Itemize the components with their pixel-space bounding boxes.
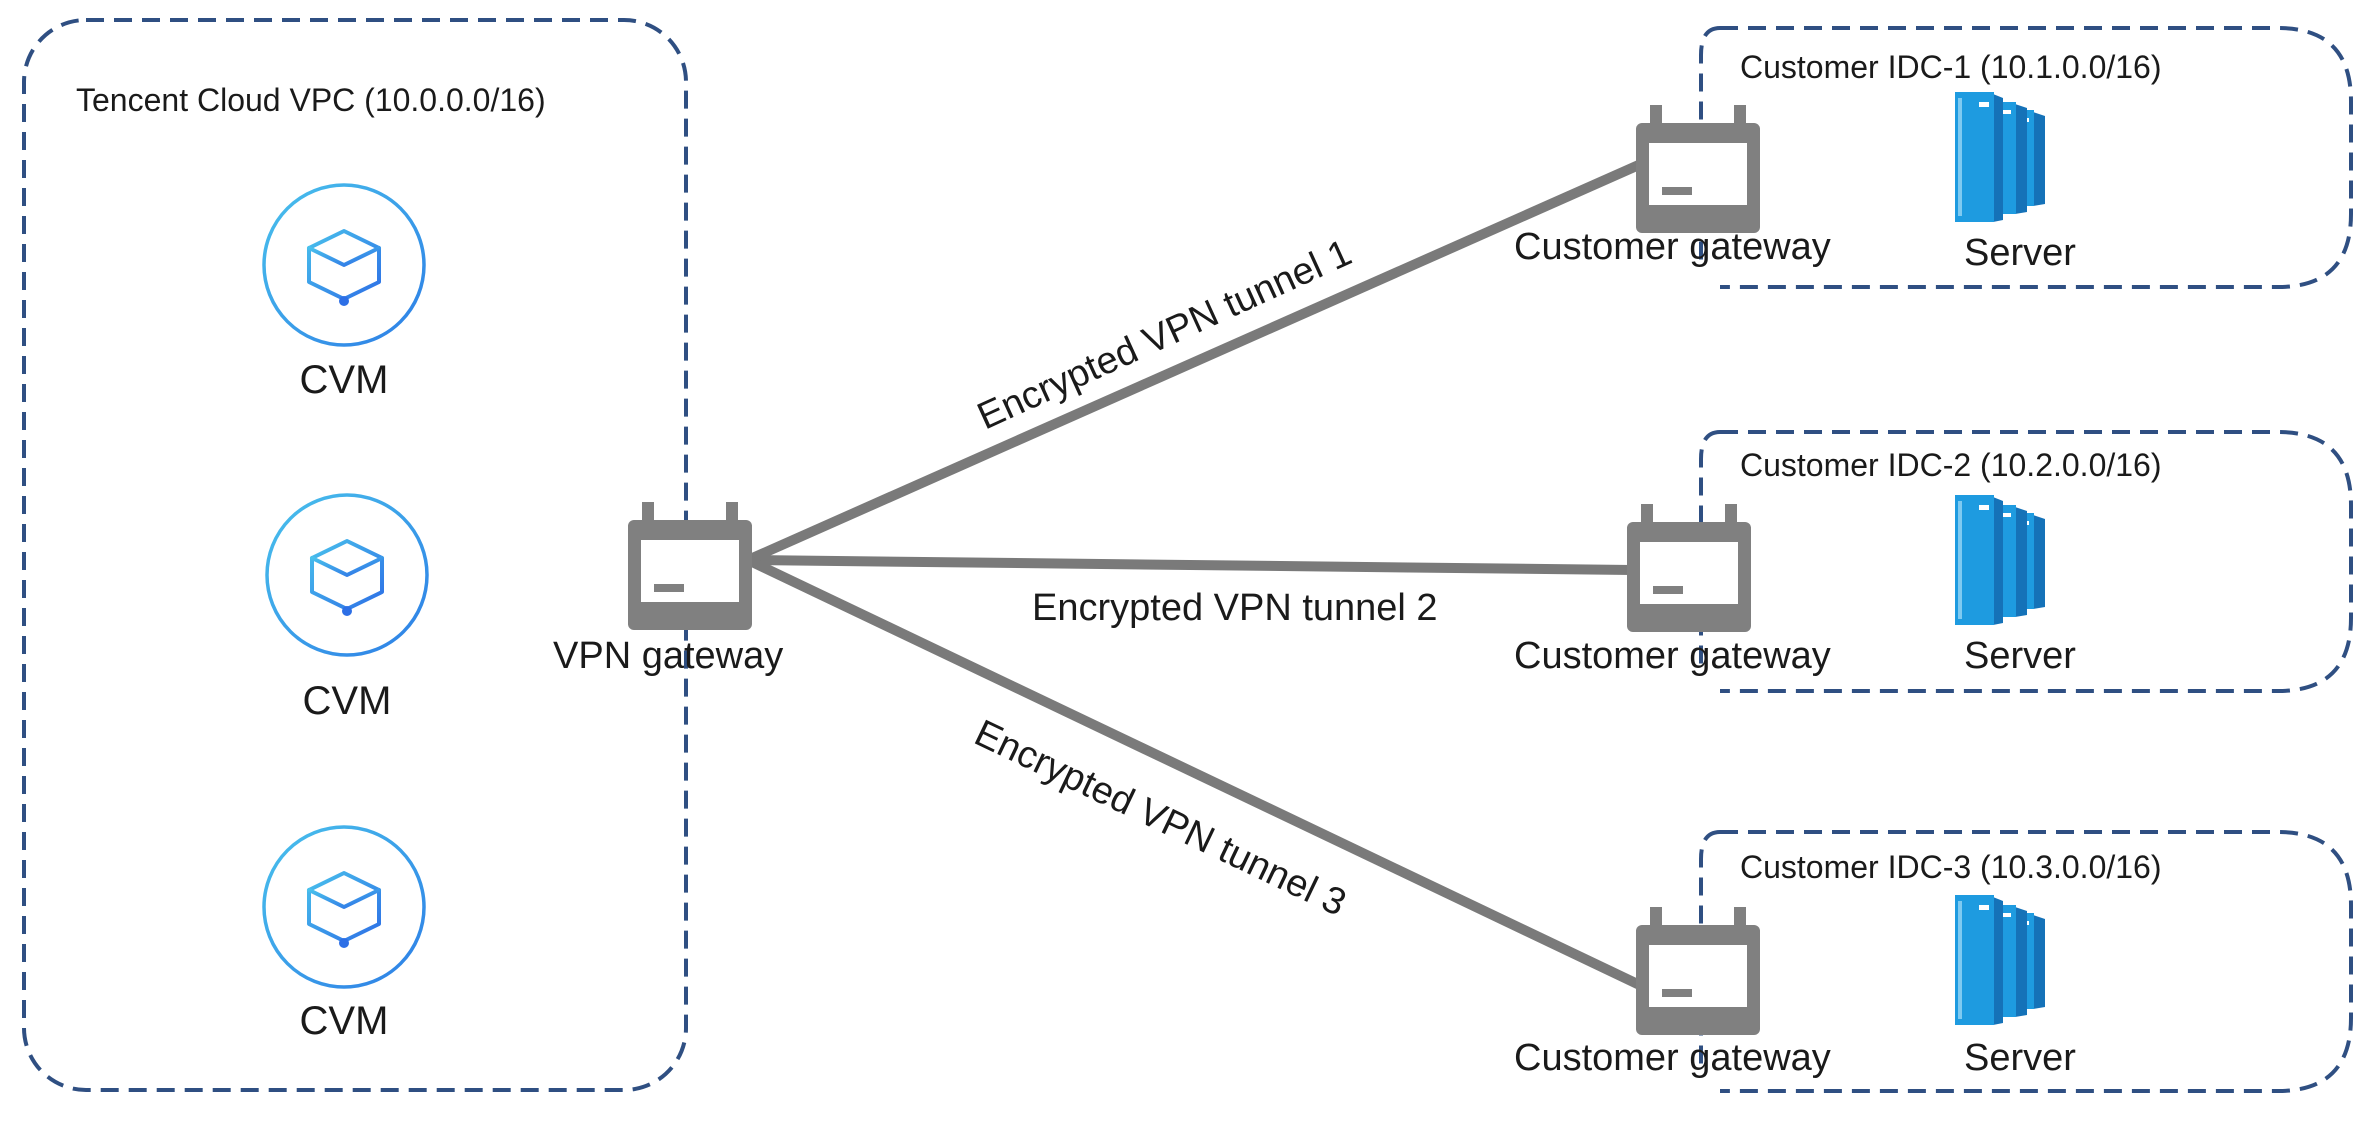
server-2-label: Server	[1964, 635, 2076, 677]
customer-idc-2: Customer IDC-2 (10.2.0.0/16) Customer ga…	[1514, 447, 2162, 677]
idc-2-region-border	[1720, 430, 2353, 693]
gateway-icon	[1627, 504, 1751, 632]
server-3-label: Server	[1964, 1037, 2076, 1079]
gateway-icon	[1636, 105, 1760, 233]
cvm-cube-icon	[265, 493, 429, 657]
customer-gateway-1-label: Customer gateway	[1514, 226, 1831, 268]
vpn-gateway-label: VPN gateway	[553, 635, 783, 677]
vpc-region-label: Tencent Cloud VPC (10.0.0.0/16)	[76, 82, 546, 118]
server-icon	[1955, 92, 2045, 222]
idc-2-region-label: Customer IDC-2 (10.2.0.0/16)	[1740, 447, 2162, 483]
idc-1-region-border	[1720, 26, 2353, 289]
vpn-tunnel-2-line	[747, 555, 1633, 575]
vpn-tunnel-2-label: Encrypted VPN tunnel 2	[1032, 587, 1438, 629]
cvm-instance-3: CVM	[262, 825, 426, 1043]
vpn-tunnel-1-line	[745, 155, 1653, 565]
customer-idc-3: Customer IDC-3 (10.3.0.0/16) Customer ga…	[1514, 849, 2162, 1079]
server-icon	[1955, 495, 2045, 625]
customer-gateway-2-label: Customer gateway	[1514, 635, 1831, 677]
vpn-tunnel-3-line	[745, 555, 1653, 995]
cvm-label: CVM	[300, 358, 389, 402]
customer-gateway-3-label: Customer gateway	[1514, 1037, 1831, 1079]
cvm-label: CVM	[303, 679, 392, 723]
vpn-tunnel-1-label: Encrypted VPN tunnel 1	[971, 232, 1357, 438]
idc-2-region-border-left	[1699, 430, 1721, 666]
idc-3-region-label: Customer IDC-3 (10.3.0.0/16)	[1740, 849, 2162, 885]
cvm-label: CVM	[300, 999, 389, 1043]
cvm-instance-1: CVM	[262, 183, 426, 402]
customer-idc-1: Customer IDC-1 (10.1.0.0/16) Customer ga…	[1514, 49, 2162, 274]
cvm-cube-icon	[262, 825, 426, 989]
cvm-instance-2: CVM	[265, 493, 429, 723]
gateway-icon	[628, 502, 752, 630]
vpn-gateway: VPN gateway	[553, 502, 783, 677]
idc-3-region-border-left	[1699, 830, 1721, 1066]
idc-1-region-label: Customer IDC-1 (10.1.0.0/16)	[1740, 49, 2162, 85]
idc-3-region-border	[1720, 830, 2353, 1093]
server-1-label: Server	[1964, 232, 2076, 274]
gateway-icon	[1636, 907, 1760, 1035]
idc-1-region-border-left	[1699, 26, 1721, 262]
cvm-cube-icon	[262, 183, 426, 347]
server-icon	[1955, 895, 2045, 1025]
